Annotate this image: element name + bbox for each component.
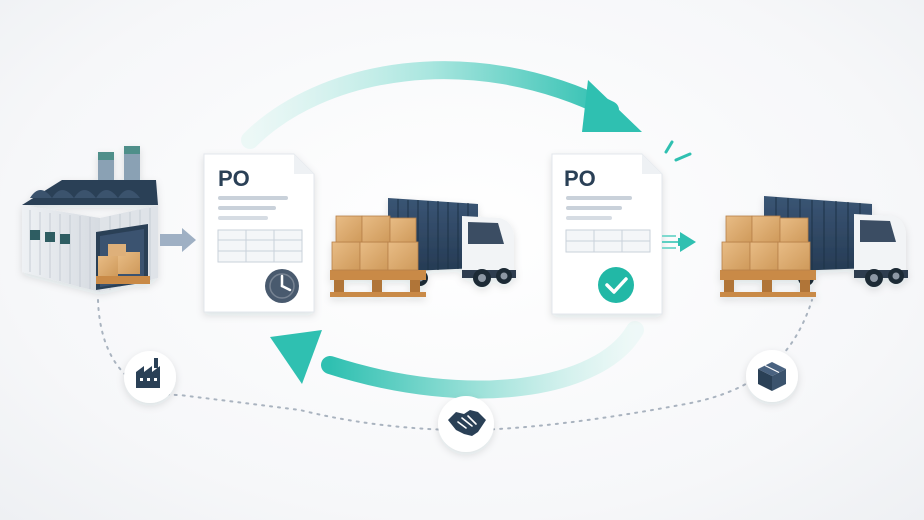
- delivery-truck-1: [330, 198, 516, 297]
- arrow-to-po: [160, 228, 196, 252]
- approval-flow-arrow: [241, 61, 642, 149]
- box-icon: [746, 350, 798, 402]
- po-title: PO: [564, 166, 596, 191]
- sparkle-icon: [664, 140, 692, 162]
- purchase-order-document-pending: PO: [203, 153, 315, 313]
- check-icon: [598, 267, 634, 303]
- purchase-order-document-approved: PO: [551, 153, 663, 315]
- po-title: PO: [218, 166, 250, 191]
- factory-building: [22, 146, 158, 292]
- arrow-to-shipment: [662, 232, 696, 252]
- clock-icon: [265, 269, 299, 303]
- return-flow-arrow: [270, 321, 644, 399]
- factory-icon: [124, 351, 176, 403]
- delivery-truck-2: [720, 196, 908, 297]
- handshake-icon: [438, 396, 494, 452]
